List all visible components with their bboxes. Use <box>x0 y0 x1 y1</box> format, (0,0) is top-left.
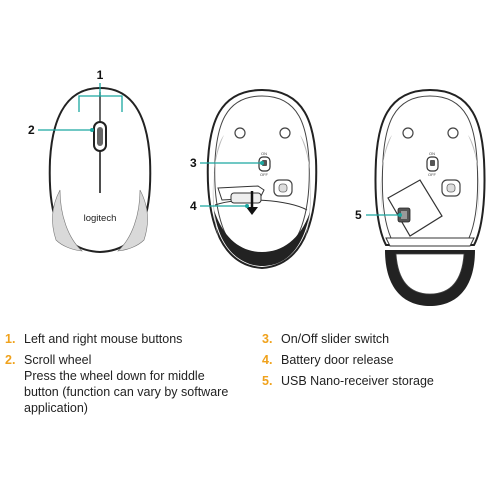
callout-4: 4 <box>190 199 249 213</box>
legend-item-2: 2. Scroll wheel Press the wheel down for… <box>5 352 235 416</box>
mouse-top-view: logitech <box>48 86 152 254</box>
legend-right: 3. On/Off slider switch 4. Battery door … <box>262 331 487 394</box>
mouse-bottom-view: ON OFF <box>206 88 318 270</box>
mouse-bottom-open-view: ON OFF <box>374 88 486 306</box>
svg-text:OFF: OFF <box>260 172 269 177</box>
svg-text:3: 3 <box>190 156 197 170</box>
legend-number: 3. <box>262 332 273 346</box>
legend-text: Battery door release <box>281 353 394 367</box>
legend-text: Left and right mouse buttons <box>24 332 183 346</box>
callout-1: 1 <box>78 68 123 112</box>
product-diagram: logitech 1 2 ON OFF <box>28 68 486 306</box>
svg-text:ON: ON <box>261 151 267 156</box>
legend-number: 5. <box>262 374 273 388</box>
callout-2: 2 <box>28 123 94 137</box>
svg-text:2: 2 <box>28 123 35 137</box>
callout-5: 5 <box>355 208 402 222</box>
legend-left: 1. Left and right mouse buttons 2. Scrol… <box>5 331 235 421</box>
legend-number: 4. <box>262 353 273 367</box>
legend-number: 1. <box>5 332 16 346</box>
legend-text: USB Nano-receiver storage <box>281 374 434 388</box>
svg-text:1: 1 <box>97 68 104 82</box>
svg-text:ON: ON <box>429 151 435 156</box>
legend-text: Scroll wheel Press the wheel down for mi… <box>24 353 229 415</box>
brand-logo: logitech <box>84 213 117 224</box>
svg-text:5: 5 <box>355 208 362 222</box>
legend-item-5: 5. USB Nano-receiver storage <box>262 373 487 389</box>
svg-text:4: 4 <box>190 199 197 213</box>
legend-text: On/Off slider switch <box>281 332 390 346</box>
svg-text:OFF: OFF <box>428 172 437 177</box>
legend-number: 2. <box>5 353 16 367</box>
callout-3: 3 <box>190 156 264 170</box>
legend-item-3: 3. On/Off slider switch <box>262 331 487 347</box>
legend-item-1: 1. Left and right mouse buttons <box>5 331 235 347</box>
legend-item-4: 4. Battery door release <box>262 352 487 368</box>
